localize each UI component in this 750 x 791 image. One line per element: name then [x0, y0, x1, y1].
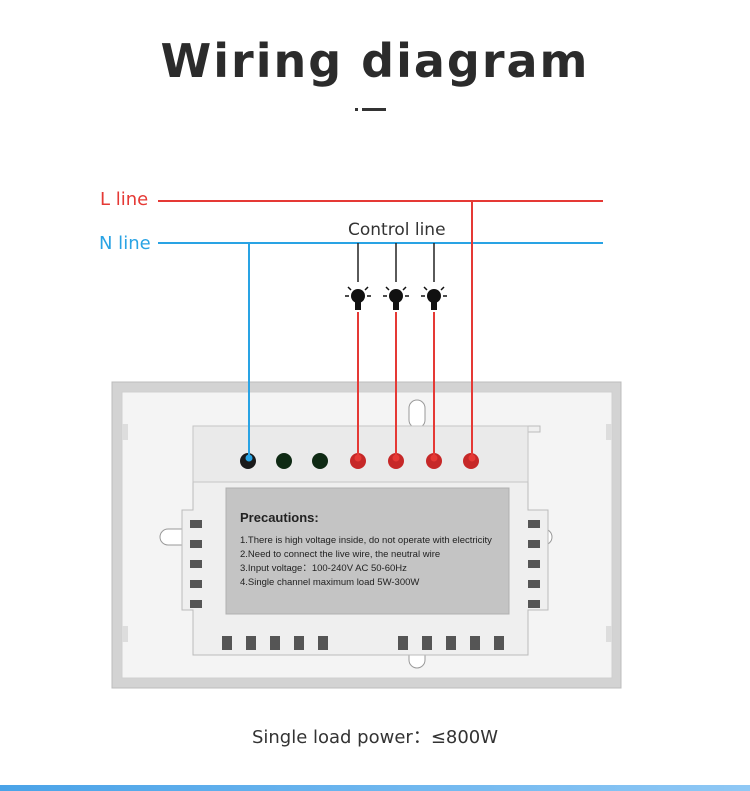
terminal-blank-1 [276, 453, 292, 469]
control-line-label: Control line [348, 220, 446, 240]
title-underline [355, 108, 387, 111]
light-bulb-icon [383, 286, 409, 310]
load-power-caption: Single load power：≤800W [251, 727, 499, 748]
precaution-item: 4.Single channel maximum load 5W-300W [240, 577, 419, 588]
n-line-label: N line [99, 233, 151, 254]
vent-fins-bottom [222, 636, 504, 650]
precautions-plate [225, 487, 510, 615]
vent-fins-left [190, 520, 202, 608]
vent-fins-right [528, 520, 540, 608]
terminal-blank-2 [312, 453, 328, 469]
mount-slot-top [408, 399, 426, 429]
control-lines [354, 243, 438, 462]
light-bulb-icon [421, 286, 447, 310]
precaution-item: 2.Need to connect the live wire, the neu… [240, 549, 440, 560]
precautions-heading: Precautions: [240, 510, 319, 525]
page-title: Wiring diagram [160, 34, 590, 88]
l-line-label: L line [100, 189, 149, 210]
light-bulb-icon [345, 286, 371, 310]
precaution-item: 3.Input voltage：100-240V AC 50-60Hz [240, 563, 407, 574]
bottom-divider [0, 785, 750, 791]
precaution-item: 1.There is high voltage inside, do not o… [240, 535, 492, 546]
